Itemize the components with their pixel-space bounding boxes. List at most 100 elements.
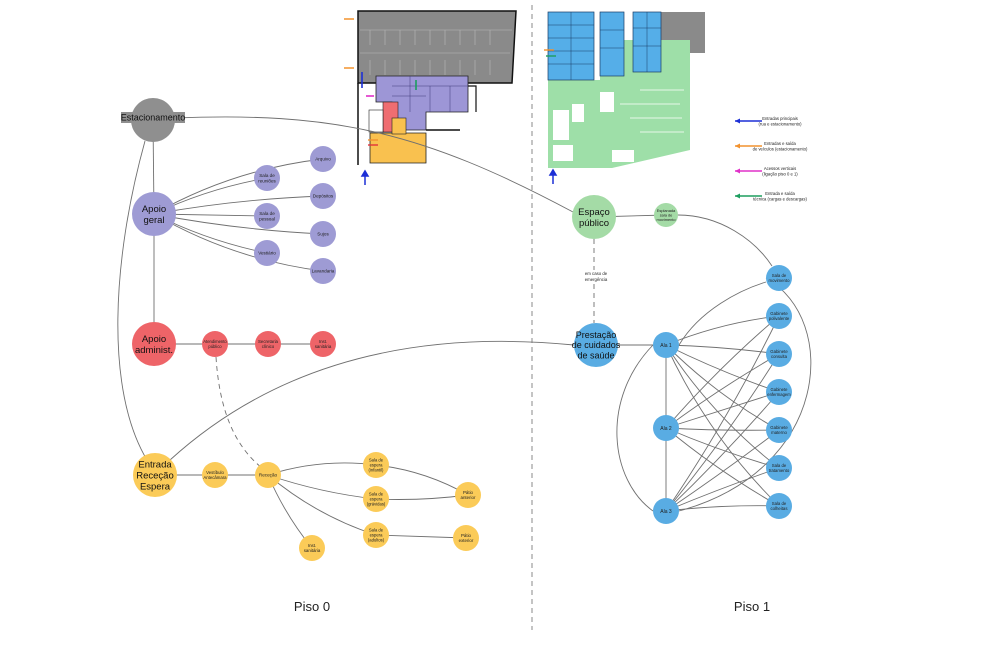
- connection-line: [375, 534, 467, 539]
- node-label-line: (adultos): [368, 537, 385, 542]
- node-label-line: materno: [771, 430, 787, 435]
- node-circle: [310, 146, 336, 172]
- node-label-line: Lavandaria: [312, 269, 335, 274]
- connection-line: [665, 315, 780, 512]
- node-label-line: movimento: [768, 278, 790, 283]
- node-label-line: Vestíbulo: [206, 470, 224, 475]
- connection-line: [677, 214, 773, 267]
- connection-line: [267, 474, 377, 500]
- node-label-line: reuniões: [258, 178, 276, 183]
- legend-text: (ligação piso 0 e 1): [762, 172, 798, 177]
- emergency-label-line-2: emergência: [585, 277, 608, 282]
- legend-item: Entradas principais(rua e estacionamento…: [735, 116, 802, 127]
- node-sujos: Sujos: [310, 221, 336, 247]
- connection-line: [678, 281, 767, 346]
- floor-plan-piso-1: [544, 11, 705, 184]
- connection-line: [174, 116, 574, 213]
- connection-line: [169, 340, 575, 461]
- floor-plan-piso-0: [344, 10, 517, 185]
- node-label-line: Pátio: [463, 490, 474, 495]
- node-label-line: de cuidados: [572, 340, 621, 350]
- node-label-line: Receção: [136, 470, 174, 481]
- node-label-line: Ala 1: [660, 343, 672, 349]
- node-label-line: Atendimento: [203, 339, 227, 344]
- connection-line: [665, 353, 780, 512]
- connection-line: [665, 427, 780, 431]
- connection-line: [665, 344, 780, 469]
- node-label-line: Prestação: [576, 330, 617, 340]
- node-circle: [255, 462, 281, 488]
- node-circle: [766, 265, 792, 291]
- node-label-line: exterior: [459, 538, 474, 543]
- parking-area: [357, 10, 517, 84]
- node-label-line: sanitária: [304, 548, 321, 553]
- node-ala1: Ala 1: [653, 332, 679, 358]
- connection-line: [665, 344, 780, 507]
- node-circle: [310, 258, 336, 284]
- connection-line: [267, 474, 377, 536]
- legend-text: (rua e estacionamento): [758, 122, 802, 127]
- node-label-line: Esplanada: [657, 208, 676, 213]
- node-label-line: Receção: [259, 473, 278, 478]
- connection-line: [153, 158, 324, 215]
- legend-text: Entradas e saída: [764, 141, 796, 146]
- node-lavandaria: Lavandaria: [310, 258, 336, 284]
- node-label-line: Gabinete: [770, 311, 788, 316]
- node-estacionamento: Estacionamento: [121, 98, 186, 142]
- node-label-line: movimento: [656, 217, 675, 222]
- legend-text: Acessos verticais: [764, 166, 796, 171]
- node-label-line: Ala 3: [660, 509, 672, 515]
- arrowhead: [735, 168, 740, 174]
- node-label-line: Sala de: [259, 211, 275, 216]
- node-circle: [455, 482, 481, 508]
- node-label-line: público: [208, 344, 222, 349]
- arrowhead: [735, 193, 740, 199]
- node-circle: [132, 192, 176, 236]
- node-label-line: espera: [370, 496, 383, 501]
- node-label-line: consulta: [771, 354, 788, 359]
- node-circle: [766, 417, 792, 443]
- node-label-line: espera: [370, 462, 383, 467]
- node-circle: [254, 165, 280, 191]
- emergency-link-label: em caso de emergência: [578, 270, 614, 284]
- node-label-line: administ.: [135, 345, 173, 356]
- node-label-line: Entrada: [138, 459, 172, 470]
- node-label-line: Espaço: [578, 207, 610, 218]
- node-label-line: Sujos: [317, 232, 329, 237]
- node-label-line: colheitas: [771, 506, 788, 511]
- node-circle: [766, 303, 792, 329]
- floor-label-piso-0: Piso 0: [294, 599, 330, 614]
- node-circle: [310, 183, 336, 209]
- node-label-line: Sala de: [259, 173, 275, 178]
- blue-arrow-icon: [360, 169, 370, 185]
- node-label: Estacionamento: [121, 113, 186, 123]
- node-label-line: Sala de: [369, 528, 384, 533]
- node-label-line: tratamento: [769, 468, 790, 473]
- legend-text: de veículos (estacionamento): [753, 147, 808, 152]
- connection-line: [117, 140, 148, 461]
- connection-line: [153, 213, 324, 272]
- node-rececao: Receção: [255, 462, 281, 488]
- node-label-line: (infantil): [369, 467, 384, 472]
- connection-line: [665, 391, 780, 429]
- node-vestiario: Vestiário: [254, 240, 280, 266]
- node-arquivo: Arquivo: [310, 146, 336, 172]
- node-label-line: Arquivo: [315, 157, 331, 162]
